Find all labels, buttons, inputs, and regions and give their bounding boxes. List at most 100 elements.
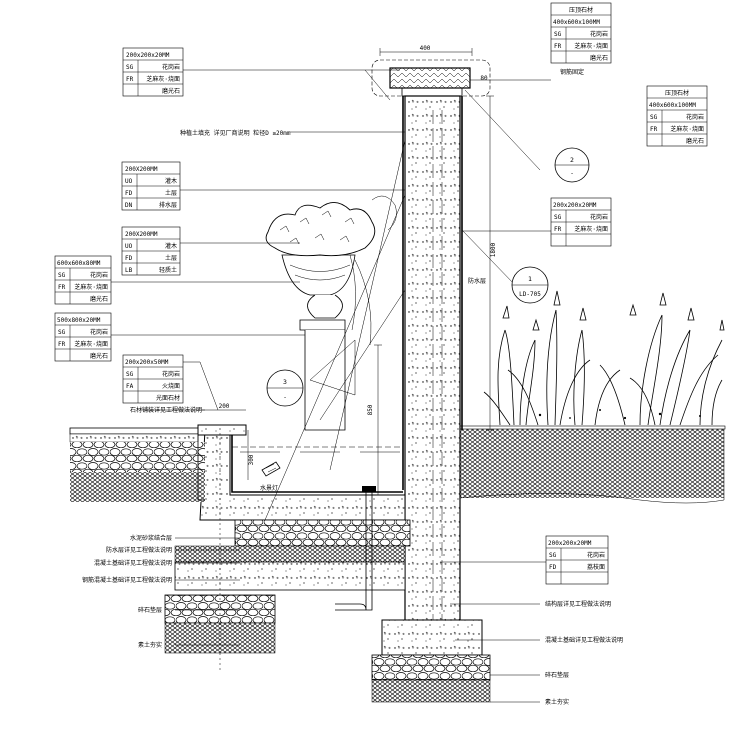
svg-text:400x600x100MM: 400x600x100MM [649,102,696,109]
svg-text:芝麻灰·烧面: 芝麻灰·烧面 [146,75,180,83]
svg-text:400: 400 [420,45,431,52]
svg-text:轻质土: 轻质土 [159,266,177,274]
note-layer1: 水泥砂浆结合层 [130,534,172,542]
svg-text:200: 200 [219,403,230,410]
svg-text:花岗岩: 花岗岩 [686,113,704,121]
left-paving [69,427,205,502]
svg-text:200x200x20MM: 200x200x20MM [553,202,597,209]
svg-text:荔枝面: 荔枝面 [587,563,605,571]
svg-text:花岗岩: 花岗岩 [90,328,108,336]
svg-text:压顶石材: 压顶石材 [665,89,689,97]
svg-text:芝麻灰·烧面: 芝麻灰·烧面 [574,225,608,233]
svg-text:FR: FR [58,284,66,291]
material-table-t5: 200x200x20MM SG 花岗岩 FR 芝麻灰·烧面 [550,197,612,247]
svg-text:FD: FD [125,190,133,197]
column [371,59,491,703]
svg-text:灌木: 灌木 [165,242,177,250]
svg-text:2: 2 [570,156,574,164]
svg-text:芝麻灰·烧面: 芝麻灰·烧面 [670,125,704,133]
construction-lines [264,69,541,521]
svg-text:850: 850 [367,404,374,415]
planter-note: 种植土填充 详见厂商说明 粒径D ≥20mm [180,129,291,137]
note-soil: 素土夯实 [138,641,162,649]
svg-text:SG: SG [650,114,658,121]
svg-text:SG: SG [126,64,134,71]
svg-text:芝麻灰·烧面: 芝麻灰·烧面 [74,283,108,291]
callout-3: 3 - [266,369,304,407]
svg-text:600x600x80MM: 600x600x80MM [57,260,101,267]
svg-text:磨光石: 磨光石 [686,137,704,145]
plants-right [483,309,723,426]
svg-text:灌木: 灌木 [165,177,177,185]
callout-2: 2 - [554,147,590,183]
material-table-t3: 压顶石材 400x600x100MM SG 花岗岩 FR 芝麻灰·烧面 磨光石 [646,85,708,147]
svg-text:200x200x20MM: 200x200x20MM [126,52,170,59]
ground-scatter [538,409,701,420]
note-layer2: 防水层详见工程做法说明 [106,546,172,554]
svg-text:1800: 1800 [490,242,497,257]
svg-text:光面石材: 光面石材 [156,394,180,402]
leaders [110,69,551,703]
svg-text:花岗岩: 花岗岩 [162,370,180,378]
material-table-t10: 200x200x20MM SG 花岗岩 FD 荔枝面 [545,535,609,585]
svg-text:FR: FR [126,76,134,83]
svg-text:磨光石: 磨光石 [90,295,108,303]
callout-1: 1 LD-705 [511,266,549,304]
right-ground [454,425,726,504]
svg-text:SG: SG [58,329,66,336]
svg-text:FR: FR [58,341,66,348]
svg-text:400x600x100MM: 400x600x100MM [553,19,600,26]
note-layer4: 钢筋混凝土基础详见工程做法说明 [82,576,172,584]
note-right1: 结构层详见工程做法说明 [545,600,611,608]
svg-text:土层: 土层 [165,189,177,197]
material-table-t6: 200X200MM UO 灌木 FD 土层 LB 轻质土 [121,226,181,276]
svg-text:磨光石: 磨光石 [590,54,608,62]
svg-text:UO: UO [125,243,133,250]
svg-text:200X200MM: 200X200MM [125,166,158,173]
svg-text:花岗岩: 花岗岩 [90,271,108,279]
svg-text:排水层: 排水层 [159,201,177,209]
svg-text:80: 80 [480,75,488,82]
svg-text:FR: FR [554,43,562,50]
svg-text:磨光石: 磨光石 [90,352,108,360]
material-table-t4: 200X200MM UO 灌木 FD 土层 DN 排水层 [121,161,181,211]
material-table-t8: 500x800x20MM SG 花岗岩 FR 芝麻灰·烧面 磨光石 [54,312,112,362]
note-layer3: 混凝土基础详见工程做法说明 [94,559,172,567]
svg-text:花岗岩: 花岗岩 [590,30,608,38]
material-table-t7: 600x600x80MM SG 花岗岩 FR 芝麻灰·烧面 磨光石 [54,255,112,305]
svg-text:FR: FR [554,226,562,233]
svg-text:-: - [283,394,287,401]
svg-text:500x800x20MM: 500x800x20MM [57,317,101,324]
material-table-t9: 200x200x50MM SG 花岗岩 FA 火烧面 光面石材 [122,354,184,404]
material-table-t2: 压顶石材 400x600x100MM SG 花岗岩 FR 芝麻灰·烧面 磨光石 [550,2,612,64]
note-right2: 混凝土基础详见工程做法说明 [545,636,623,644]
note-paving: 石材铺装详见工程做法说明 [130,406,202,414]
svg-text:LB: LB [125,267,133,274]
svg-text:SG: SG [126,371,134,378]
svg-text:UO: UO [125,178,133,185]
note-steel-cap: 钢筋固定 [560,68,584,76]
svg-text:300: 300 [248,454,255,465]
svg-text:FA: FA [126,383,134,390]
svg-text:SG: SG [554,31,562,38]
svg-text:火烧面: 火烧面 [162,382,180,390]
svg-text:磨光石: 磨光石 [162,87,180,95]
svg-text:LD-705: LD-705 [519,291,541,298]
pool [164,424,411,654]
svg-text:DN: DN [125,202,133,209]
note-right3: 碎石垫层 [545,671,569,679]
svg-text:SG: SG [58,272,66,279]
svg-text:花岗岩: 花岗岩 [587,551,605,559]
svg-text:FR: FR [650,126,658,133]
svg-text:200x200x20MM: 200x200x20MM [548,540,592,547]
note-light: 水景灯 [260,484,278,492]
material-table-t1: 200x200x20MM SG 花岗岩 FR 芝麻灰·烧面 磨光石 [122,47,184,97]
planter [265,195,397,431]
svg-text:花岗岩: 花岗岩 [590,213,608,221]
svg-text:芝麻灰·烧面: 芝麻灰·烧面 [574,42,608,50]
plant-leaves-right [502,290,725,331]
note-waterproof: 防水层 [468,277,486,285]
svg-text:3: 3 [283,378,287,386]
svg-text:SG: SG [549,552,557,559]
svg-text:芝麻灰·烧面: 芝麻灰·烧面 [74,340,108,348]
